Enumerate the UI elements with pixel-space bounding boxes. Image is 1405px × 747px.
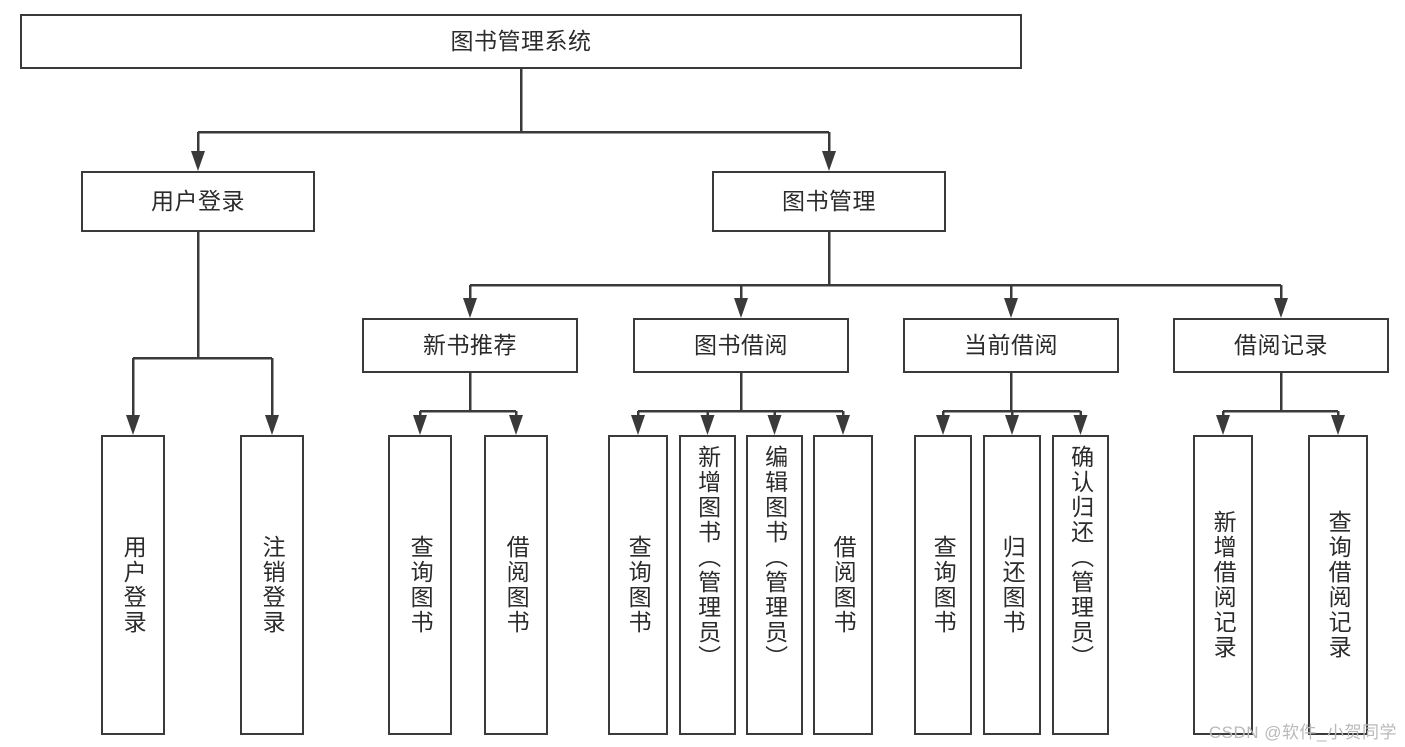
node-label: 图书管理 [782, 187, 876, 214]
node-leaf-query-book-2[interactable]: 查询图书 [608, 435, 668, 735]
node-label: 查询借阅记录 [1325, 510, 1352, 660]
node-leaf-borrow-book-2[interactable]: 借阅图书 [813, 435, 873, 735]
node-label: 图书管理系统 [450, 27, 592, 54]
node-label: 借阅记录 [1234, 331, 1328, 358]
node-leaf-add-record[interactable]: 新增借阅记录 [1193, 435, 1253, 735]
node-label: 借阅图书 [503, 535, 530, 635]
node-label: 新增借阅记录 [1210, 510, 1237, 660]
node-label: 归还图书 [999, 535, 1026, 635]
node-book-borrow[interactable]: 图书借阅 [633, 318, 849, 373]
node-leaf-user-login[interactable]: 用户登录 [101, 435, 165, 735]
node-root[interactable]: 图书管理系统 [20, 14, 1022, 69]
node-new-book-rec[interactable]: 新书推荐 [362, 318, 578, 373]
node-label: 借阅图书 [830, 535, 857, 635]
node-label: 新增图书（管理员） [694, 445, 721, 670]
node-leaf-borrow-book-1[interactable]: 借阅图书 [484, 435, 548, 735]
node-label: 查询图书 [407, 535, 434, 635]
node-leaf-query-book-1[interactable]: 查询图书 [388, 435, 452, 735]
node-label: 确认归还（管理员） [1067, 445, 1094, 670]
node-label: 图书借阅 [694, 331, 788, 358]
node-label: 查询图书 [930, 535, 957, 635]
node-user-login[interactable]: 用户登录 [81, 171, 315, 232]
node-label: 编辑图书（管理员） [761, 445, 788, 670]
node-book-manage[interactable]: 图书管理 [712, 171, 946, 232]
node-current-borrow[interactable]: 当前借阅 [903, 318, 1119, 373]
node-leaf-edit-book[interactable]: 编辑图书（管理员） [746, 435, 803, 735]
node-label: 查询图书 [625, 535, 652, 635]
node-label: 新书推荐 [423, 331, 517, 358]
node-leaf-user-logout[interactable]: 注销登录 [240, 435, 304, 735]
node-leaf-query-book-3[interactable]: 查询图书 [914, 435, 972, 735]
node-leaf-confirm-return[interactable]: 确认归还（管理员） [1052, 435, 1109, 735]
watermark-text: CSDN @软件_小贺同学 [1208, 723, 1397, 742]
node-leaf-add-book[interactable]: 新增图书（管理员） [679, 435, 736, 735]
node-leaf-query-record[interactable]: 查询借阅记录 [1308, 435, 1368, 735]
node-label: 用户登录 [120, 535, 147, 635]
node-borrow-record[interactable]: 借阅记录 [1173, 318, 1389, 373]
node-leaf-return-book[interactable]: 归还图书 [983, 435, 1041, 735]
node-label: 注销登录 [259, 535, 286, 635]
node-label: 用户登录 [151, 187, 245, 214]
node-label: 当前借阅 [964, 331, 1058, 358]
